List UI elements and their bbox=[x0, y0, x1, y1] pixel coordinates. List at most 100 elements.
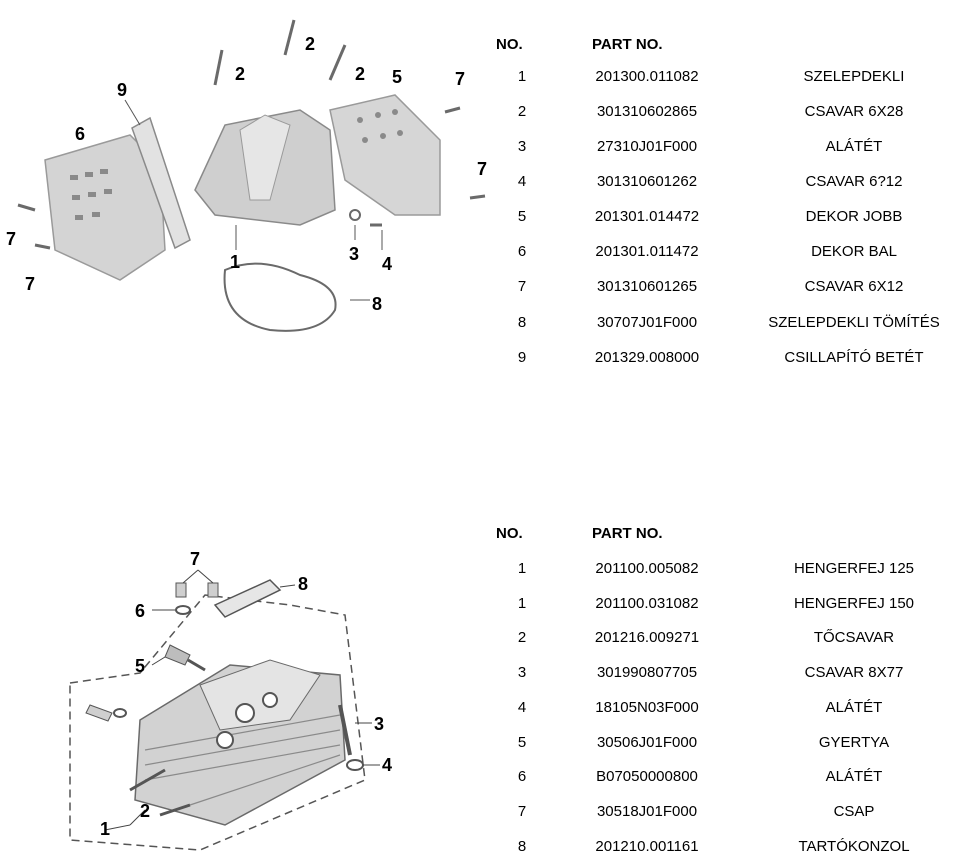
header-part-no: PART NO. bbox=[592, 525, 663, 542]
table-header: NO. PART NO. bbox=[492, 36, 960, 56]
table-row: 5 30506J01F000 GYERTYA bbox=[492, 734, 960, 754]
cell-description: HENGERFEJ 125 bbox=[793, 560, 915, 577]
cell-part-no: 18105N03F000 bbox=[595, 699, 699, 716]
cell-description: CSAVAR 8X77 bbox=[804, 664, 904, 681]
cell-part-no: 301310601262 bbox=[596, 173, 698, 190]
cell-no: 3 bbox=[517, 664, 527, 681]
cell-description: DEKOR JOBB bbox=[805, 208, 903, 225]
table-row: 3 301990807705 CSAVAR 8X77 bbox=[492, 664, 960, 684]
cell-description: SZELEPDEKLI TÖMÍTÉS bbox=[768, 314, 940, 331]
cell-part-no: 201301.011472 bbox=[595, 243, 699, 260]
callout-1: 1 bbox=[100, 819, 110, 839]
cell-no: 8 bbox=[517, 314, 527, 331]
cell-no: 4 bbox=[517, 173, 527, 190]
callout-9: 9 bbox=[117, 80, 127, 100]
table-row: 3 27310J01F000 ALÁTÉT bbox=[492, 138, 960, 158]
cell-no: 6 bbox=[517, 768, 527, 785]
callout-6: 6 bbox=[135, 601, 145, 621]
callout-4: 4 bbox=[382, 254, 392, 274]
table-row: 1 201100.031082 HENGERFEJ 150 bbox=[492, 595, 960, 615]
cell-description: TŐCSAVAR bbox=[813, 629, 895, 646]
table-row: 2 201216.009271 TŐCSAVAR bbox=[492, 629, 960, 649]
callout-7a: 7 bbox=[455, 69, 465, 89]
table-row: 5 201301.014472 DEKOR JOBB bbox=[492, 208, 960, 228]
cell-no: 7 bbox=[517, 803, 527, 820]
cell-no: 1 bbox=[517, 560, 527, 577]
cell-description: TARTÓKONZOL bbox=[798, 838, 910, 855]
cell-part-no: 201300.011082 bbox=[595, 68, 699, 85]
cell-description: CSAVAR 6?12 bbox=[805, 173, 903, 190]
callout-5: 5 bbox=[135, 656, 145, 676]
cell-part-no: 201216.009271 bbox=[594, 629, 700, 646]
cell-part-no: 201301.014472 bbox=[594, 208, 700, 225]
table-row: 4 301310601262 CSAVAR 6?12 bbox=[492, 173, 960, 193]
cell-part-no: 201100.005082 bbox=[595, 560, 699, 577]
callout-2b: 2 bbox=[305, 34, 315, 54]
callout-7b: 7 bbox=[477, 159, 487, 179]
cell-no: 1 bbox=[517, 68, 527, 85]
cell-no: 7 bbox=[517, 278, 527, 295]
callout-7: 7 bbox=[190, 549, 200, 569]
cell-part-no: 301310601265 bbox=[596, 278, 698, 295]
valve-cover-exploded-diagram: 9 6 2 2 2 5 7 7 7 7 1 3 4 8 bbox=[6, 19, 487, 332]
cell-part-no: 27310J01F000 bbox=[596, 138, 698, 155]
table-row: 6 B07050000800 ALÁTÉT bbox=[492, 768, 960, 788]
cell-description: CSAP bbox=[833, 803, 875, 820]
cell-part-no: 30707J01F000 bbox=[596, 314, 698, 331]
cell-description: CSAVAR 6X12 bbox=[804, 278, 904, 295]
callout-7c: 7 bbox=[6, 229, 16, 249]
cell-description: CSILLAPÍTÓ BETÉT bbox=[784, 349, 924, 366]
callout-6: 6 bbox=[75, 124, 85, 144]
header-part-no: PART NO. bbox=[592, 36, 663, 53]
cell-no: 5 bbox=[517, 208, 527, 225]
table-row: 1 201300.011082 SZELEPDEKLI bbox=[492, 68, 960, 88]
cell-no: 1 bbox=[517, 595, 527, 612]
cell-description: DEKOR BAL bbox=[811, 243, 897, 260]
callout-2: 2 bbox=[140, 801, 150, 821]
header-no: NO. bbox=[496, 525, 523, 542]
table-row: 8 30707J01F000 SZELEPDEKLI TÖMÍTÉS bbox=[492, 314, 960, 334]
cell-description: GYERTYA bbox=[818, 734, 890, 751]
table-row: 6 201301.011472 DEKOR BAL bbox=[492, 243, 960, 263]
cell-description: SZELEPDEKLI bbox=[803, 68, 905, 85]
callout-8: 8 bbox=[298, 574, 308, 594]
cylinder-head-exploded-diagram: 7 8 6 5 3 4 2 1 bbox=[69, 549, 392, 851]
callout-5: 5 bbox=[392, 67, 402, 87]
callout-2c: 2 bbox=[355, 64, 365, 84]
callout-3: 3 bbox=[374, 714, 384, 734]
cell-description: ALÁTÉT bbox=[825, 138, 883, 155]
table-row: 7 301310601265 CSAVAR 6X12 bbox=[492, 278, 960, 298]
cell-no: 2 bbox=[517, 103, 527, 120]
table-header: NO. PART NO. bbox=[492, 525, 960, 545]
cell-description: HENGERFEJ 150 bbox=[793, 595, 915, 612]
callout-4: 4 bbox=[382, 755, 392, 775]
cell-no: 8 bbox=[517, 838, 527, 855]
cell-part-no: 201329.008000 bbox=[594, 349, 700, 366]
cell-part-no: 301310602865 bbox=[596, 103, 698, 120]
cell-part-no: 30506J01F000 bbox=[596, 734, 698, 751]
callout-3: 3 bbox=[349, 244, 359, 264]
callout-8: 8 bbox=[372, 294, 382, 314]
table-row: 2 301310602865 CSAVAR 6X28 bbox=[492, 103, 960, 123]
callout-7d: 7 bbox=[25, 274, 35, 294]
cell-description: CSAVAR 6X28 bbox=[804, 103, 904, 120]
cell-description: ALÁTÉT bbox=[825, 768, 883, 785]
cell-no: 2 bbox=[517, 629, 527, 646]
callout-1: 1 bbox=[230, 252, 240, 272]
cell-part-no: 201100.031082 bbox=[595, 595, 699, 612]
table-row: 9 201329.008000 CSILLAPÍTÓ BETÉT bbox=[492, 349, 960, 369]
cell-no: 6 bbox=[517, 243, 527, 260]
cell-no: 4 bbox=[517, 699, 527, 716]
cell-part-no: 301990807705 bbox=[596, 664, 698, 681]
cell-part-no: B07050000800 bbox=[596, 768, 698, 785]
table-row: 1 201100.005082 HENGERFEJ 125 bbox=[492, 560, 960, 580]
cell-description: ALÁTÉT bbox=[825, 699, 883, 716]
header-no: NO. bbox=[496, 36, 523, 53]
callout-2a: 2 bbox=[235, 64, 245, 84]
cell-no: 3 bbox=[517, 138, 527, 155]
cell-no: 9 bbox=[517, 349, 527, 366]
table-row: 4 18105N03F000 ALÁTÉT bbox=[492, 699, 960, 719]
cell-no: 5 bbox=[517, 734, 527, 751]
